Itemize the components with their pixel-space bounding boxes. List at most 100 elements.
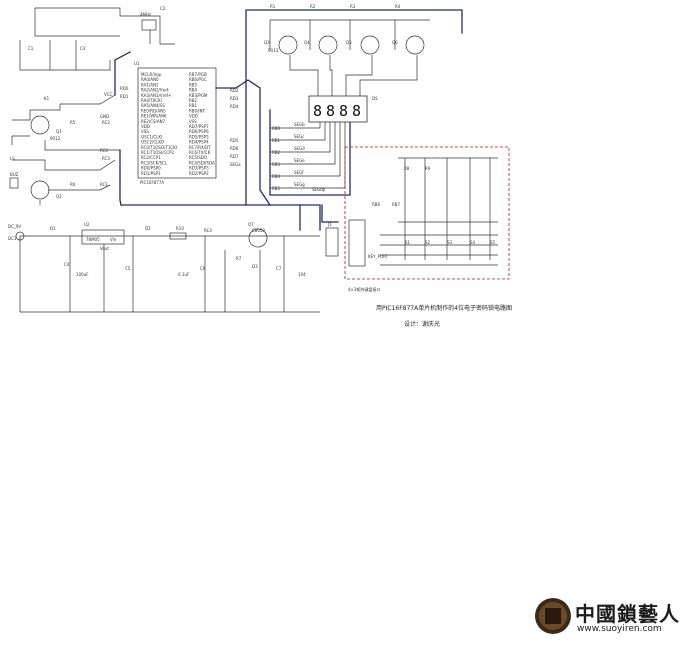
- part-label: D3: [252, 264, 258, 269]
- mcu-pin-label: VDD: [189, 114, 198, 119]
- mcu-pin-label: RD7/PSP7: [189, 124, 209, 129]
- part-label: Q6: [392, 40, 398, 45]
- net-label: SEGc: [294, 134, 304, 139]
- mcu-pin-label: RE2/CS/AN7: [141, 119, 166, 124]
- mcu-ref: U1: [134, 61, 140, 66]
- mcu-pin-label: RA0/AN0: [141, 77, 159, 82]
- mcu-pin-label: RD1/PSP1: [141, 171, 161, 176]
- net-label: RD2: [230, 88, 239, 93]
- part-label: Q4: [304, 40, 310, 45]
- net-label: RB5: [272, 186, 281, 191]
- mcu-part: PIC16F877A: [140, 180, 164, 185]
- wire-reset: [19, 40, 111, 71]
- mcu-pin-label: RB3/PGM: [189, 93, 208, 98]
- part-label: Vin: [110, 237, 117, 242]
- mcu-left-pins: MCLR/VppRA0/AN0RA1/AN1RA2/AN2/Vref-RA3/A…: [141, 72, 177, 176]
- mcu-pin-label: RD3/PSP3: [189, 166, 209, 171]
- mcu-pin-label: RC4/SDI/SDA: [189, 160, 215, 165]
- mcu-pin-label: RC2/CCP1: [141, 155, 161, 160]
- wire-gnd: [19, 236, 320, 313]
- mcu-pin-label: VSS: [141, 129, 149, 134]
- part-label: LS: [10, 156, 15, 161]
- net-label: RB0: [272, 126, 281, 131]
- net-label: SEGf: [294, 170, 304, 175]
- keypad-enclosure: [344, 146, 510, 280]
- net-label: RB3: [272, 162, 281, 167]
- mcu-pin-label: RA4/T0CKI: [141, 98, 162, 103]
- part-label: 100uF: [76, 272, 89, 277]
- display-digit: 8: [326, 102, 335, 120]
- crystal-body: [141, 19, 157, 31]
- watermark-seal-icon: [535, 598, 571, 634]
- mcu-pin-label: VSS: [189, 119, 197, 124]
- net-label: RD3: [230, 96, 239, 101]
- bus-line-left-top: [114, 51, 131, 96]
- mcu-pin-label: RD5/PSP5: [189, 134, 209, 139]
- display-digit: 8: [313, 102, 322, 120]
- wire-osc2: [35, 7, 175, 45]
- part-label: 4MHz: [140, 12, 151, 17]
- bus-line-mcu-left: [119, 149, 122, 206]
- part-label: Q3: [264, 40, 270, 45]
- bus-line-bottom: [120, 204, 321, 231]
- part-label: 78M05: [86, 237, 100, 242]
- supply-jack: [15, 231, 25, 241]
- net-label: RD7: [230, 154, 239, 159]
- mcu-pin-label: OSC2/CLKO: [141, 140, 164, 145]
- mcu-pin-label: RC6/TX/CK: [189, 150, 211, 155]
- q7-body: [248, 228, 268, 248]
- q3-body: [278, 35, 298, 55]
- bus-line-mcu-right: [215, 79, 271, 206]
- wire-seg-a: [270, 122, 321, 129]
- mcu-pin-label: RC1/T1OSI/CCP2: [141, 150, 174, 155]
- part-label: R10: [176, 226, 184, 231]
- mcu-pin-label: RB1: [189, 103, 198, 108]
- net-label: RC2: [102, 120, 110, 125]
- net-label: RC1: [100, 182, 108, 187]
- wire-dig1: [289, 55, 319, 96]
- net-label: RD1: [120, 94, 129, 99]
- net-label: RB4: [272, 174, 281, 179]
- wire-q1b: [11, 135, 30, 145]
- mcu-pin-label: RB4: [189, 88, 198, 93]
- mcu-pin-label: RE1/WR/AN6: [141, 114, 167, 119]
- part-label: D1: [50, 226, 56, 231]
- part-label: R1: [270, 4, 276, 9]
- wire-q1: [12, 94, 116, 121]
- watermark-brand: 中國鎖藝人: [575, 602, 680, 626]
- net-label: SEGe: [294, 158, 305, 163]
- wire-seg-b: [270, 122, 326, 141]
- mcu-pin-label: RB2: [189, 98, 198, 103]
- part-label: U2: [84, 222, 90, 227]
- net-label: RD4: [230, 104, 239, 109]
- part-label: S1: [405, 240, 411, 245]
- net-label: VCC: [104, 92, 113, 97]
- mcu-pin-label: RB7/PGD: [189, 72, 207, 77]
- wire-seg-d: [270, 122, 336, 165]
- part-label: DC1: [8, 236, 17, 241]
- mcu-pin-label: MCLR/Vpp: [141, 72, 162, 77]
- header-j1: [325, 227, 339, 257]
- net-label: SEGdp: [312, 187, 326, 192]
- keypad-note: 4×3矩阵键盘接口: [348, 286, 380, 292]
- net-label: RD6: [230, 146, 239, 151]
- wire-dig2: [329, 55, 333, 96]
- net-label: SEGg: [294, 182, 305, 187]
- part-label: C3: [80, 46, 86, 51]
- part-label: Q7: [248, 222, 254, 227]
- bus-line-display: [269, 109, 351, 196]
- q1-body: [30, 115, 50, 135]
- mcu-pin-label: VDD: [141, 124, 150, 129]
- net-label: RC4: [204, 228, 212, 233]
- mcu-pin-label: RB5: [189, 82, 198, 87]
- bus-line-top: [245, 9, 463, 206]
- wire-seg-e: [270, 122, 341, 177]
- part-label: R4: [395, 4, 401, 9]
- part-label: K1: [44, 96, 50, 101]
- mcu-pin-label: RD6/PSP6: [189, 129, 209, 134]
- mcu-pin-label: RD2/PSP2: [189, 171, 209, 176]
- display-ref: DS: [372, 96, 378, 101]
- wire-dig4: [359, 55, 418, 96]
- wire-seg-c: [270, 122, 331, 153]
